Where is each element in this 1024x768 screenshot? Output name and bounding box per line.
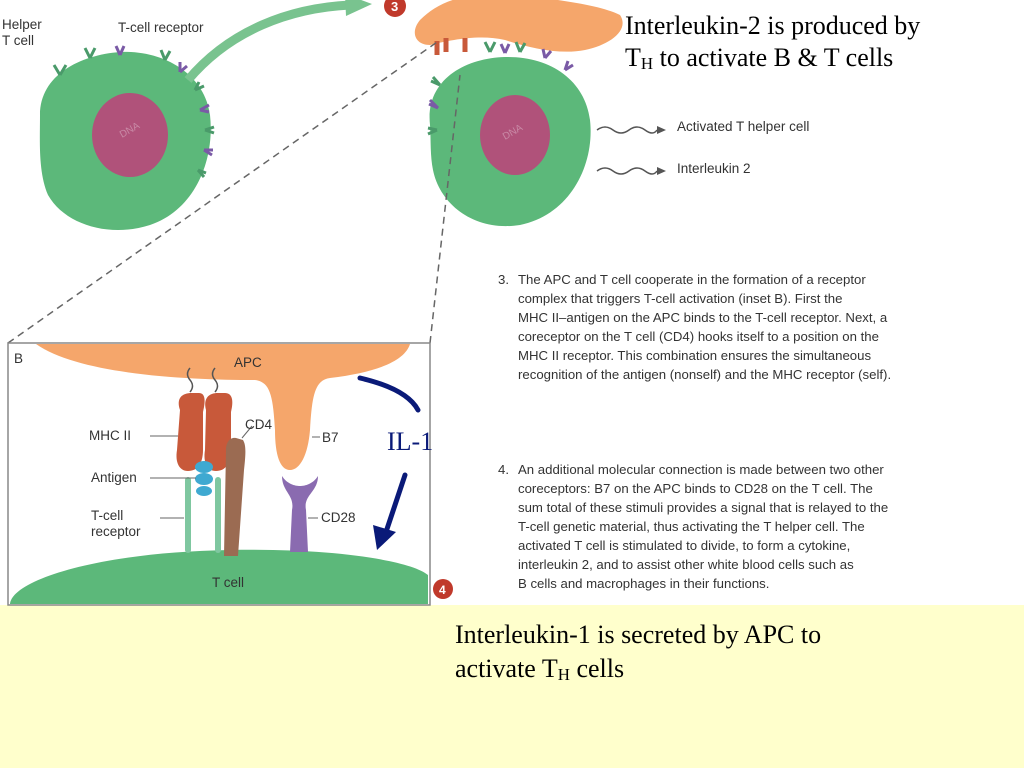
legend-wavy-arrow-1 [596, 126, 666, 134]
mhc-ii-molecule [176, 367, 233, 471]
il1-note-line1: Interleukin-1 is secreted by APC to [455, 620, 822, 649]
mhc-ii-label: MHC II [89, 428, 131, 443]
il1-arrow [357, 375, 421, 550]
step4-badge-circle [433, 579, 453, 599]
apc-label: APC [234, 355, 262, 370]
tcr-molecule [185, 477, 221, 553]
apc-blob [414, 0, 623, 52]
helper-t-cell-label: Helper T cell [2, 17, 42, 48]
helper-t-cell: DNA [39, 45, 215, 231]
inset-label: B [14, 351, 24, 366]
step3-text: The APC and T cell cooperate in the form… [518, 272, 892, 382]
t-cell-label: T cell [212, 575, 245, 590]
leader-lines [150, 435, 320, 519]
b7-label: B7 [322, 430, 339, 445]
activated-t-cell: DNA [427, 38, 591, 227]
cd28-molecule [282, 476, 318, 552]
il2-note: Interleukin-2 is produced by TH to activ… [625, 10, 920, 80]
step4-text: An additional molecular connection is ma… [518, 462, 889, 591]
legend-wavy-arrow-2 [596, 167, 666, 175]
note-background [0, 605, 1024, 768]
antigen [195, 461, 213, 496]
cd28-label: CD28 [321, 510, 356, 525]
legend-activated-label: Activated T helper cell [677, 119, 810, 134]
antigen-label: Antigen [91, 470, 137, 485]
tcr-top-label: T-cell receptor [118, 20, 204, 35]
il1-label: IL-1 [387, 427, 434, 456]
step3-badge-circle [384, 0, 406, 17]
step3-badge: 3 [391, 0, 398, 14]
il1-note-line2: activate TH cells [455, 654, 625, 684]
tcr-inset-label: T-cell receptor [91, 508, 141, 539]
cd4-label: CD4 [245, 417, 273, 432]
cd4-molecule [224, 437, 246, 556]
il1-note: Interleukin-1 is secreted by APC to acti… [455, 618, 821, 692]
step4-badge: 4 [439, 583, 446, 597]
inset-apc [36, 344, 410, 470]
step3-number: 3. [498, 272, 509, 287]
step3-description: 3. The APC and T cell cooperate in the f… [498, 270, 1024, 384]
step4-number: 4. [498, 462, 509, 477]
zoom-lines [7, 39, 461, 344]
inset-tcell [10, 549, 428, 605]
il2-note-line1: Interleukin-2 is produced by [625, 11, 921, 40]
transition-arrow [184, 0, 351, 83]
legend-il2-label: Interleukin 2 [677, 161, 751, 176]
il2-note-line2: TH to activate B & T cells [625, 43, 894, 73]
step4-description: 4. An additional molecular connection is… [498, 460, 1024, 593]
